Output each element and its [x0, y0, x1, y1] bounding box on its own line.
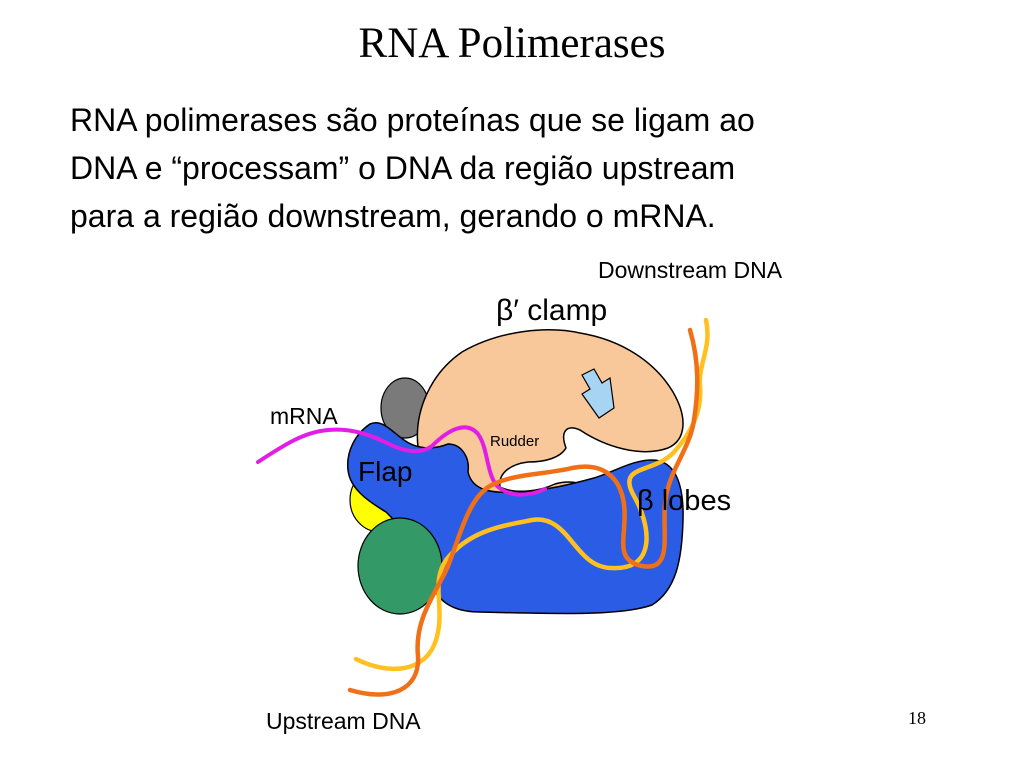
slide-number: 18	[908, 708, 926, 728]
body-line-2: DNA e “processam” o DNA da região upstre…	[70, 150, 736, 186]
slide-body-text: RNA polimerases são proteínas que se lig…	[70, 96, 970, 240]
label-mrna: mRNA	[270, 403, 338, 429]
label-beta-prime-clamp: β′ clamp	[496, 294, 607, 327]
label-flap: Flap	[358, 456, 412, 487]
label-upstream-dna: Upstream DNA	[266, 708, 421, 734]
label-beta-lobes: β lobes	[637, 485, 731, 517]
label-rudder: Rudder	[490, 433, 539, 450]
body-line-3: para a região downstream, gerando o mRNA…	[70, 198, 716, 234]
body-line-1: RNA polimerases são proteínas que se lig…	[70, 102, 755, 138]
direction-arrow-icon	[581, 368, 615, 419]
dna-strand-orange	[347, 327, 700, 697]
label-downstream-dna: Downstream DNA	[598, 257, 783, 283]
slide-title: RNA Polimerases	[358, 20, 666, 67]
